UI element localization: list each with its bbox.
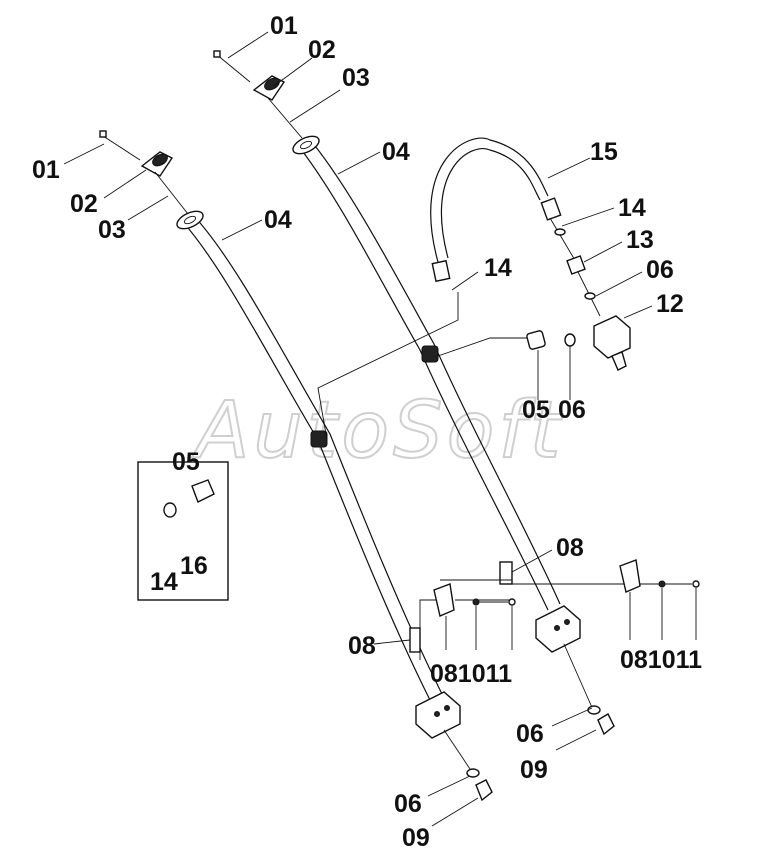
label-14-right: 14 [618, 194, 646, 222]
label-09-low-right: 09 [520, 756, 548, 784]
label-12: 12 [656, 290, 684, 318]
label-06-right: 06 [646, 256, 674, 284]
label-06-low-right: 06 [516, 720, 544, 748]
label-08-left: 08 [348, 632, 376, 660]
connection-lines [317, 292, 690, 660]
label-09-bottom: 09 [402, 824, 430, 852]
label-01-top: 01 [270, 12, 298, 40]
label-03-left: 03 [98, 216, 126, 244]
hose-assembly [430, 137, 631, 400]
label-06-mid: 06 [558, 396, 586, 424]
watermark: AutoSoft [191, 386, 564, 476]
label-14-inset: 14 [150, 568, 178, 596]
left-pipe-assembly [99, 130, 493, 802]
label-081011-right: 081011 [620, 646, 702, 674]
label-13: 13 [626, 226, 654, 254]
label-081011-left: 081011 [430, 660, 512, 688]
label-02-left: 02 [70, 190, 98, 218]
label-01-left: 01 [32, 156, 60, 184]
label-03-top: 03 [342, 64, 370, 92]
label-05-mid: 05 [522, 396, 550, 424]
label-14-mid: 14 [484, 254, 512, 282]
label-06-bottom: 06 [394, 790, 422, 818]
label-04-left: 04 [264, 206, 292, 234]
label-05-inset: 05 [172, 448, 200, 476]
label-16-inset: 16 [180, 552, 208, 580]
left-bracket-detail [433, 583, 516, 650]
label-15: 15 [590, 138, 618, 166]
right-bracket-detail [619, 559, 700, 640]
inset-detail-05 [137, 461, 229, 601]
label-04-mid: 04 [382, 138, 410, 166]
leader-lines [63, 31, 653, 827]
middle-pipe-assembly [213, 50, 615, 736]
part-labels: 01 02 03 04 01 02 03 04 15 14 13 06 12 1… [32, 12, 702, 852]
label-02-top: 02 [308, 36, 336, 64]
label-08-right: 08 [556, 534, 584, 562]
